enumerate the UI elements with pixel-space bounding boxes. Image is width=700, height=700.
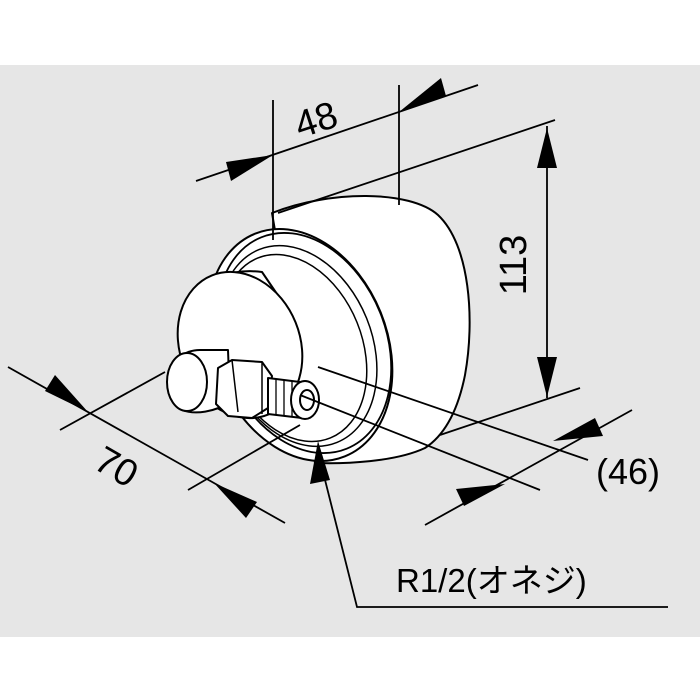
offset-ext-line-top: [317, 366, 589, 461]
length-arrow-right: [214, 483, 257, 518]
fitting-body: [166, 195, 471, 465]
depth-arrow-left: [226, 155, 273, 181]
thread-leader: [317, 451, 668, 608]
length-ext-line-left: [59, 371, 166, 431]
hex-nut-edges: [231, 359, 263, 414]
depth-arrow-right: [399, 78, 446, 112]
offset-ext-line-bottom: [299, 394, 541, 491]
offset-arrow-bottom: [456, 484, 505, 506]
height-arrow-top: [537, 128, 557, 168]
thread-note-label: R1/2(オネジ): [396, 562, 587, 599]
arrowheads: [45, 78, 603, 518]
hex-nut: [215, 359, 273, 419]
height-ext-line-top: [277, 119, 556, 214]
height-arrow-bottom: [537, 357, 557, 397]
height-ext-line-bottom: [439, 387, 581, 436]
length-arrow-left: [45, 375, 88, 412]
offset-label: (46): [596, 451, 660, 492]
elbow-socket-face: [166, 352, 208, 412]
height-label: 113: [493, 235, 535, 296]
offset-arrow-top: [553, 418, 603, 441]
thread-leader-arrow: [310, 441, 330, 484]
